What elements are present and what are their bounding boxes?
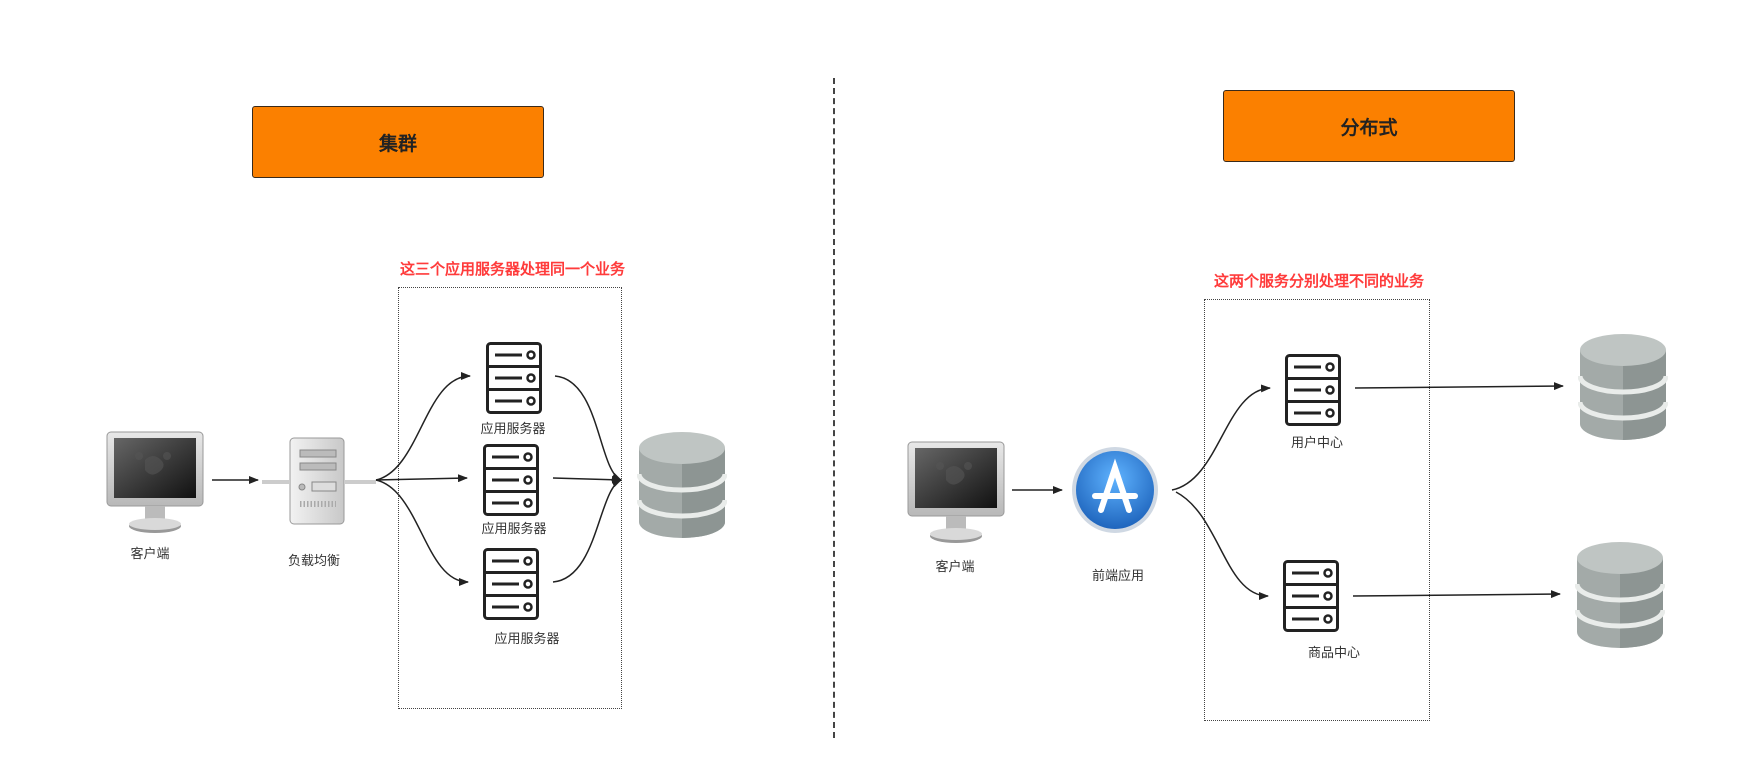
distributed-client-monitor-icon <box>907 441 1005 544</box>
distributed-title-box: 分布式 <box>1223 90 1515 162</box>
cluster-database-icon <box>639 432 725 538</box>
distributed-note: 这两个服务分别处理不同的业务 <box>1214 272 1425 290</box>
load-balancer-label: 负载均衡 <box>287 554 341 569</box>
frontend-app-label: 前端应用 <box>1091 569 1145 584</box>
cluster-note: 这三个应用服务器处理同一个业务 <box>400 260 626 278</box>
cluster-server-3-label: 应用服务器 <box>494 632 560 647</box>
cluster-title: 集群 <box>378 132 417 155</box>
product-center-database-icon <box>1577 542 1663 648</box>
distributed-title: 分布式 <box>1340 116 1398 139</box>
distributed-service-group <box>1204 299 1430 721</box>
distributed-client-label: 客户端 <box>935 560 975 575</box>
cluster-server-2-icon <box>483 444 539 516</box>
load-balancer-icon <box>262 437 376 525</box>
cluster-server-1-icon <box>486 342 542 414</box>
user-center-label: 用户中心 <box>1290 436 1344 451</box>
user-center-database-icon <box>1580 334 1666 440</box>
product-center-server-icon <box>1283 560 1339 632</box>
cluster-server-1-label: 应用服务器 <box>480 422 546 437</box>
distributed-arrows <box>1012 382 1564 600</box>
cluster-server-2-label: 应用服务器 <box>481 522 547 537</box>
user-center-server-icon <box>1285 354 1341 426</box>
cluster-client-label: 客户端 <box>130 547 170 562</box>
cluster-server-group <box>398 287 622 709</box>
section-divider <box>833 78 835 738</box>
product-center-label: 商品中心 <box>1307 646 1361 661</box>
frontend-app-icon <box>1072 447 1158 533</box>
cluster-server-3-icon <box>483 548 539 620</box>
cluster-arrows <box>212 372 622 586</box>
cluster-client-monitor-icon <box>106 431 204 534</box>
cluster-title-box: 集群 <box>252 106 544 178</box>
